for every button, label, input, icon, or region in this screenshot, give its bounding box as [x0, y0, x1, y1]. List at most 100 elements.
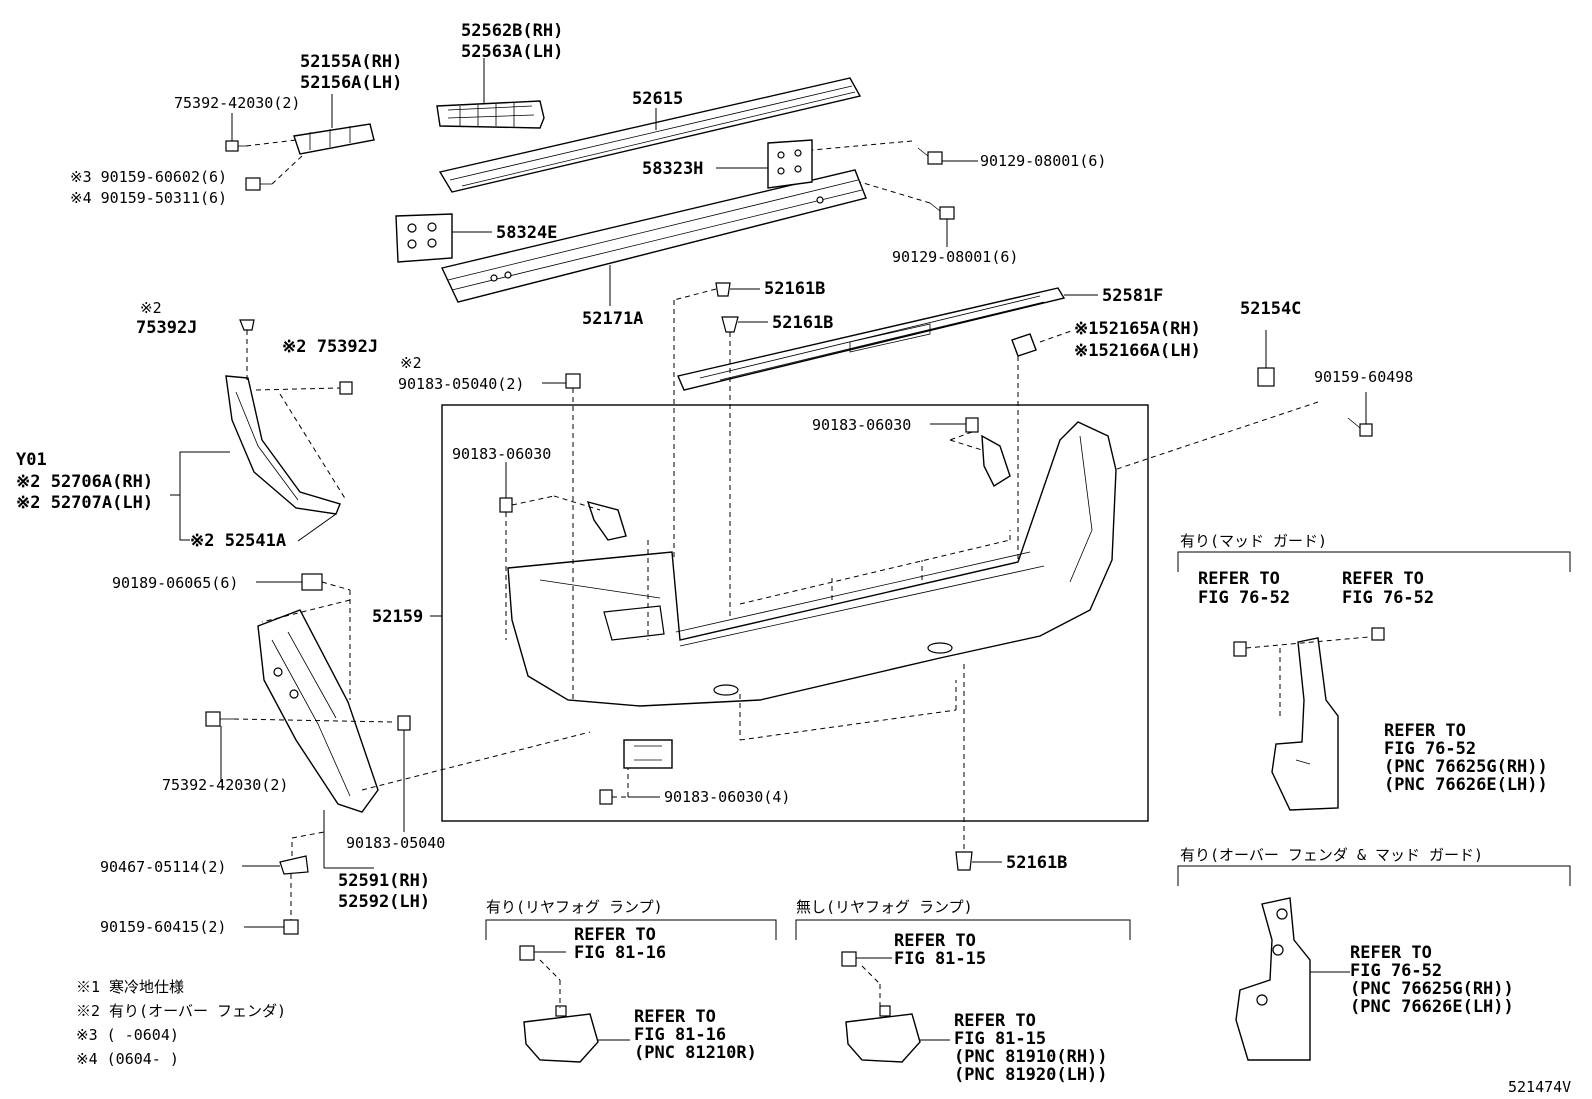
label-58323: 58323H [642, 159, 703, 179]
label-52161-b: 52161B [772, 313, 833, 333]
label-52154: 52154C [1240, 299, 1301, 319]
foglamp-without-ref2-l4: (PNC 81920(LH)) [954, 1065, 1108, 1085]
note-3: ※3 ( -0604) [76, 1026, 179, 1044]
label-58324: 58324E [496, 223, 557, 243]
clip-52161-a [715, 282, 731, 297]
overfender-ref-l4: (PNC 76626E(LH)) [1350, 997, 1514, 1017]
bracket-58324-shape [395, 213, 453, 263]
label-y01: Y01 [16, 450, 47, 470]
mudguard-shape [1271, 637, 1339, 811]
label-52706: ※2 52706A(RH) [16, 472, 153, 492]
bolt-90159-60498-shape [1347, 417, 1373, 437]
label-90183-06030-4: 90183-06030(4) [664, 788, 790, 806]
bolt-52154-shape [1257, 367, 1275, 387]
overfender-heading: 有り(オーバー フェンダ & マッド ガード) [1180, 846, 1483, 864]
label-52615: 52615 [632, 89, 683, 109]
label-90159-606: ※3 90159-60602(6) [70, 168, 227, 186]
label-52155: 52155A(RH) [300, 52, 402, 72]
label-90183-05040-mark: ※2 [400, 354, 422, 372]
diagram-id: 521474V [1508, 1078, 1571, 1096]
label-90159-503: ※4 90159-50311(6) [70, 189, 227, 207]
bolt-75392-bottom [205, 711, 234, 727]
nut-90183-05040-shape [397, 715, 411, 731]
label-75392-bottom: 75392-42030(2) [162, 776, 288, 794]
mudguard-ref3-l2: FIG 76-52 [1384, 739, 1476, 759]
mudguard-ref3-l3: (PNC 76625G(RH)) [1384, 757, 1548, 777]
bolt-foglamp-without [841, 951, 857, 967]
label-52161-a: 52161B [764, 279, 825, 299]
label-75392j-mark: ※2 [140, 299, 162, 317]
label-90183-05040: 90183-05040 [346, 834, 445, 852]
foglamp-without-ref2-l2: FIG 81-15 [954, 1029, 1046, 1049]
nut-90183-06030-b [965, 417, 979, 433]
label-52159: 52159 [372, 607, 423, 627]
label-52563: 52563A(LH) [461, 42, 563, 62]
note-4: ※4 (0604- ) [76, 1050, 179, 1068]
label-52592: 52592(LH) [338, 892, 430, 912]
bracket-52591-shape [257, 609, 379, 813]
overfender-ref-l3: (PNC 76625G(RH)) [1350, 979, 1514, 999]
label-90467: 90467-05114(2) [100, 858, 226, 876]
label-90183-06030-b: 90183-06030 [812, 416, 911, 434]
clip-52161-c [955, 851, 973, 871]
label-75392j-b: ※2 75392J [282, 337, 378, 357]
bracket-lower-shape [623, 739, 673, 769]
fender-52706-shape [225, 375, 341, 515]
foglamp-with-ref2-l3: (PNC 81210R) [634, 1043, 757, 1063]
label-75392-top: 75392-42030(2) [174, 94, 300, 112]
step-pad-52581-shape [677, 287, 1066, 391]
bracket-52562-shape [436, 100, 545, 129]
label-52166: ※152166A(LH) [1074, 341, 1201, 361]
label-90183-06030-a: 90183-06030 [452, 445, 551, 463]
bolt-90159-top [245, 177, 272, 191]
bolt-75392-top [225, 140, 246, 152]
clip-52161-b [721, 316, 739, 333]
foglamp-without-ref2-l1: REFER TO [954, 1011, 1036, 1031]
overfender-ref-l1: REFER TO [1350, 943, 1432, 963]
label-90129-b: 90129-08001(6) [892, 248, 1018, 266]
absorber-52615-shape [438, 77, 862, 193]
foglamp-with-ref2-l1: REFER TO [634, 1007, 716, 1027]
note-1: ※1 寒冷地仕様 [76, 978, 184, 996]
label-52591: 52591(RH) [338, 871, 430, 891]
mudguard-ref2-l2: FIG 76-52 [1342, 588, 1434, 608]
label-52161-c: 52161B [1006, 853, 1067, 873]
bolt-90129-a [917, 147, 943, 165]
foglamp-without-heading: 無し(リヤフォグ ランプ) [796, 898, 973, 916]
label-52707: ※2 52707A(LH) [16, 493, 153, 513]
foglamp-with-ref2-l2: FIG 81-16 [634, 1025, 726, 1045]
nut-90183-06030-a [499, 497, 513, 513]
foglamp-without-ref1-l2: FIG 81-15 [894, 949, 986, 969]
label-52562: 52562B(RH) [461, 21, 563, 41]
label-52541: ※2 52541A [190, 531, 286, 551]
nut-90189-shape [301, 573, 323, 591]
bolt-foglamp-with [519, 945, 535, 961]
overfender-mudguard-shape [1235, 897, 1311, 1061]
mudguard-ref1-l1: REFER TO [1198, 569, 1280, 589]
retainer-52155-shape [293, 123, 375, 155]
label-90183-05040-2: 90183-05040(2) [398, 375, 524, 393]
mudguard-ref2-l1: REFER TO [1342, 569, 1424, 589]
label-52171: 52171A [582, 309, 643, 329]
foglamp-without-ref1-l1: REFER TO [894, 931, 976, 951]
mudguard-ref3-l4: (PNC 76626E(LH)) [1384, 775, 1548, 795]
label-90189: 90189-06065(6) [112, 574, 238, 592]
label-52156: 52156A(LH) [300, 73, 402, 93]
bumper-group-frame [441, 404, 1149, 822]
clip-75392j-b [339, 381, 353, 395]
bracket-52165-shape [1011, 333, 1037, 357]
bracket-90467-shape [279, 855, 309, 875]
mudguard-ref1-l2: FIG 76-52 [1198, 588, 1290, 608]
nut-mudguard-b [1371, 627, 1385, 641]
note-2: ※2 有り(オーバー フェンダ) [76, 1002, 286, 1020]
label-90159-60415: 90159-60415(2) [100, 918, 226, 936]
label-90159-60498: 90159-60498 [1314, 368, 1413, 386]
bolt-90159-60415-shape [283, 919, 299, 935]
foglamp-with-heading: 有り(リヤフォグ ランプ) [486, 898, 663, 916]
foglamp-with-ref1-l2: FIG 81-16 [574, 943, 666, 963]
bracket-inner-right-shape [981, 434, 1011, 488]
foglamp-with-ref1-l1: REFER TO [574, 925, 656, 945]
nut-90183-06030-4 [599, 789, 613, 805]
foglamp-without-ref2-l3: (PNC 81910(RH)) [954, 1047, 1108, 1067]
